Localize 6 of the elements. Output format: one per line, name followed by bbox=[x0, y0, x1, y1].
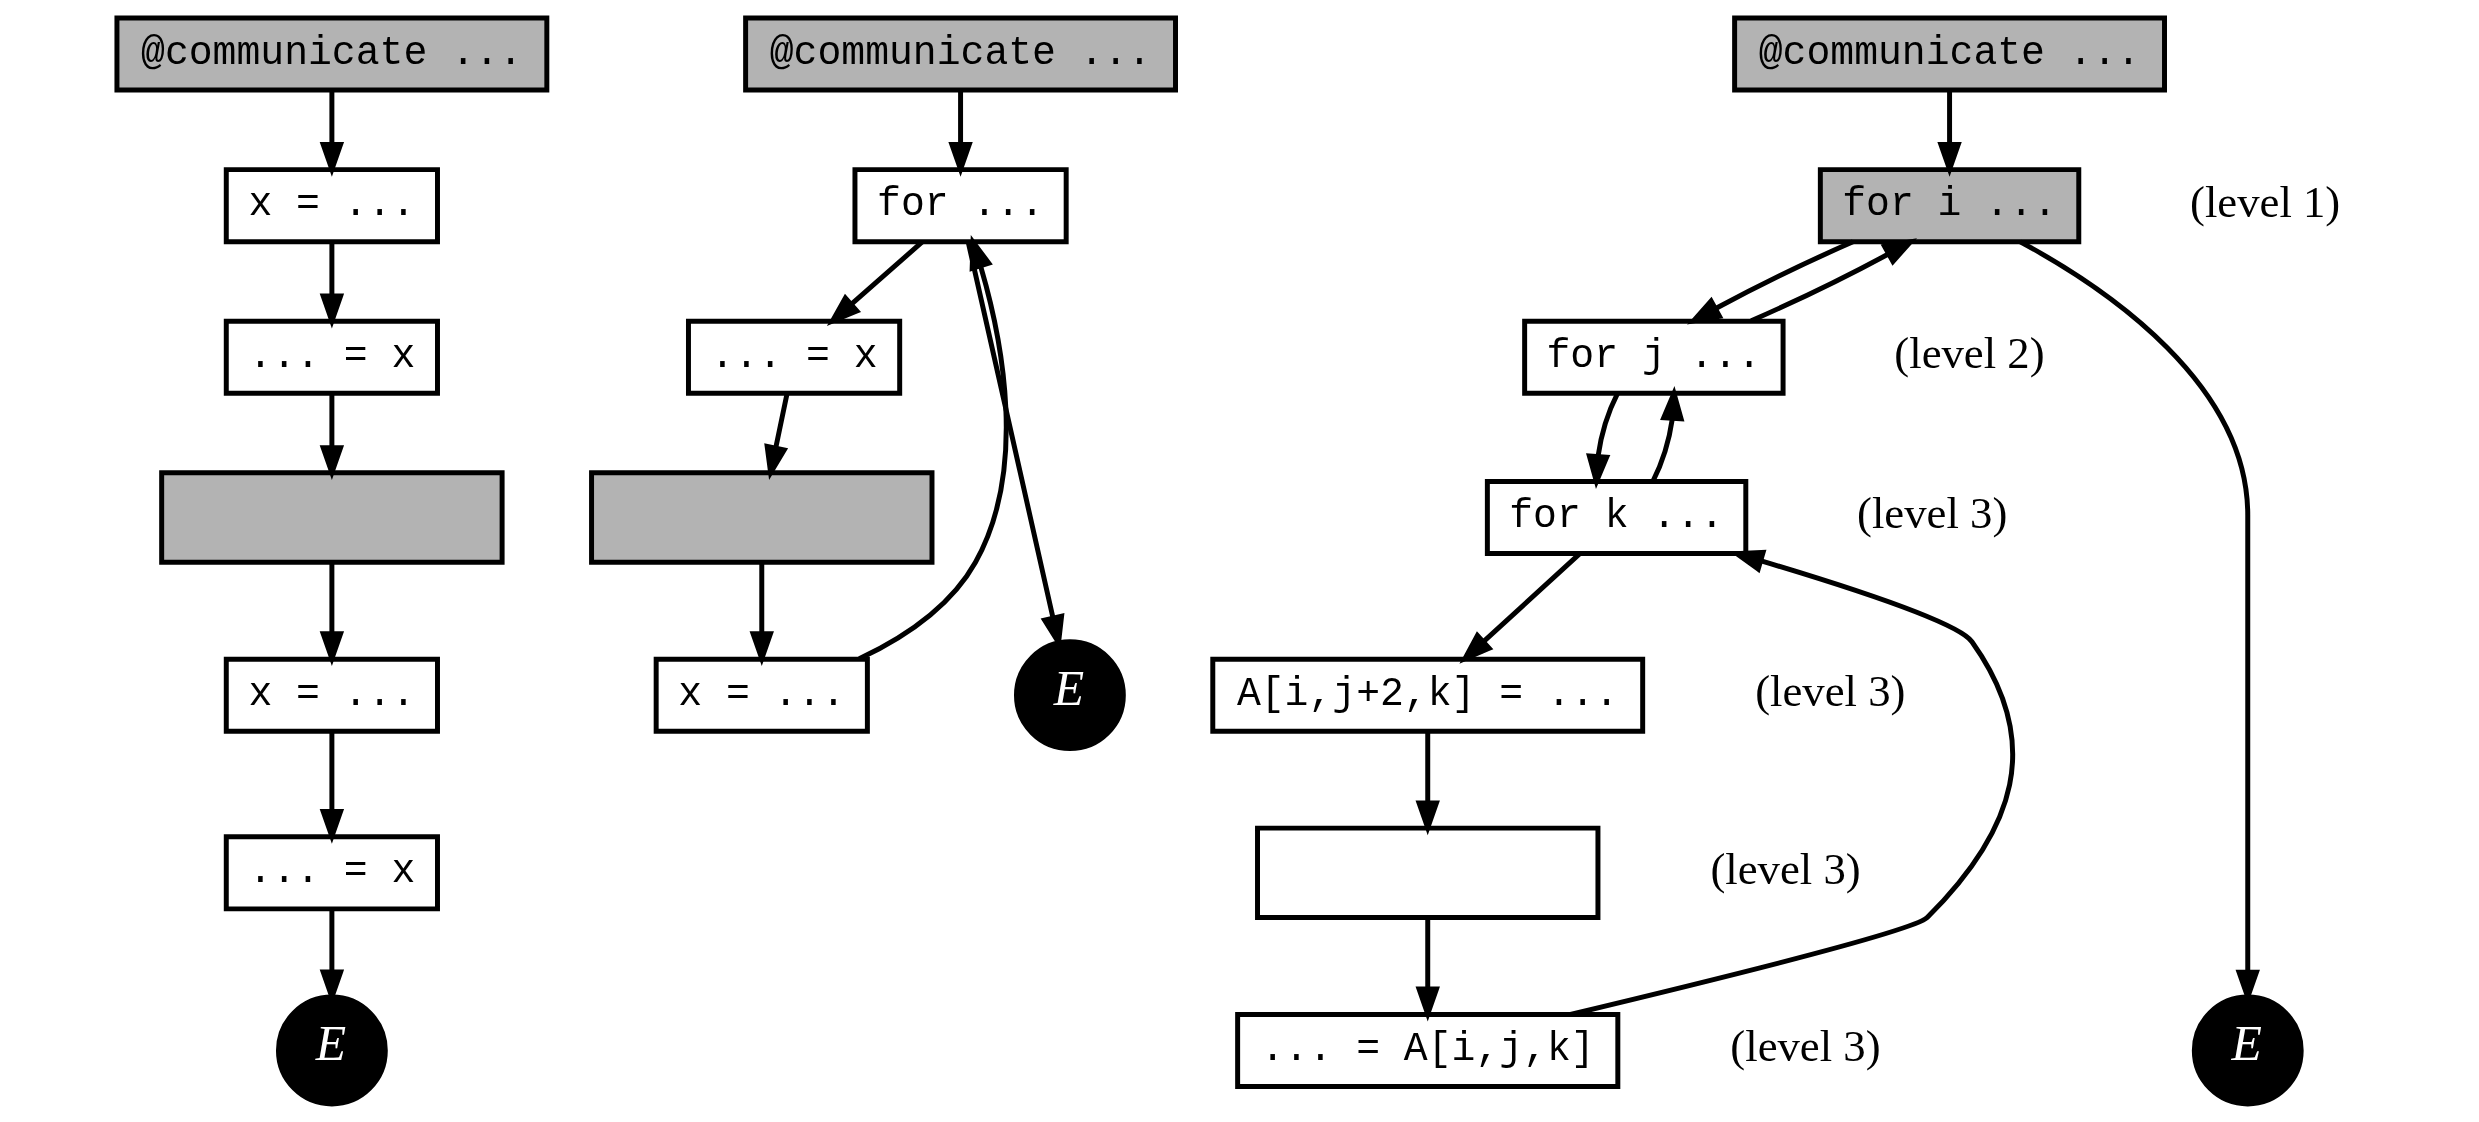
node-label: (level 3) bbox=[1710, 843, 1861, 894]
node-label: (level 3) bbox=[1755, 666, 1906, 717]
node-label: (level 1) bbox=[2190, 176, 2341, 227]
node-label: (level 3) bbox=[1730, 1021, 1881, 1072]
node-label: (level 3) bbox=[1857, 488, 2008, 539]
node-label: (level 2) bbox=[1894, 328, 2045, 379]
